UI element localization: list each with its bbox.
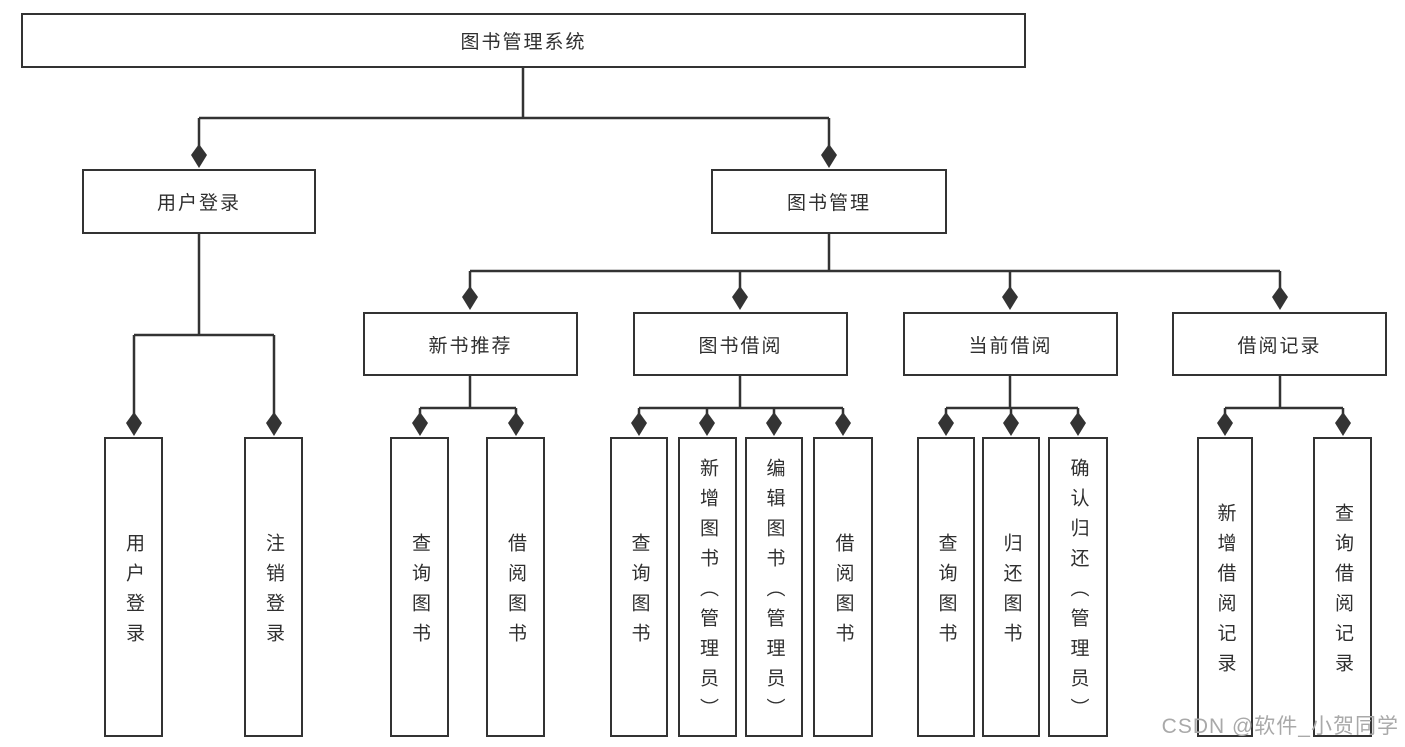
node-user-login-action: 用户登录 xyxy=(104,437,163,737)
node-borrowing-borrow-books: 借阅图书 xyxy=(813,437,873,737)
node-label: 借阅图书 xyxy=(505,532,526,653)
node-label: 新增图书（管理员） xyxy=(697,457,718,728)
node-label: 图书管理 xyxy=(786,193,871,214)
node-label: 图书管理系统 xyxy=(460,32,587,53)
node-borrowing-records: 借阅记录 xyxy=(1172,312,1387,376)
node-label: 归还图书 xyxy=(1000,532,1022,653)
node-label: 借阅记录 xyxy=(1237,335,1322,357)
node-logout-action: 注销登录 xyxy=(244,437,303,737)
node-current-borrowing: 当前借阅 xyxy=(903,312,1118,376)
node-borrowing-add-books-admin: 新增图书（管理员） xyxy=(678,437,737,737)
node-current-query-books: 查询图书 xyxy=(917,437,975,737)
node-label: 新书推荐 xyxy=(428,335,513,357)
node-label: 注销登录 xyxy=(263,532,284,653)
node-label: 查询图书 xyxy=(628,532,650,653)
node-user-login: 用户登录 xyxy=(82,169,316,234)
node-label: 新增借阅记录 xyxy=(1214,502,1236,683)
csdn-watermark: CSDN @软件_小贺同学 xyxy=(1161,715,1399,738)
node-records-new-record: 新增借阅记录 xyxy=(1197,437,1253,737)
node-book-borrowing: 图书借阅 xyxy=(633,312,848,376)
node-root-system: 图书管理系统 xyxy=(21,13,1026,68)
node-label: 图书借阅 xyxy=(698,335,783,357)
node-current-confirm-return-admin: 确认归还（管理员） xyxy=(1048,437,1108,737)
node-label: 确认归还（管理员） xyxy=(1067,457,1089,728)
node-label: 当前借阅 xyxy=(968,335,1053,357)
node-new-book-recommendation: 新书推荐 xyxy=(363,312,578,376)
node-borrowing-query-books: 查询图书 xyxy=(610,437,668,737)
node-records-query-record: 查询借阅记录 xyxy=(1313,437,1372,737)
node-label: 查询图书 xyxy=(935,532,957,653)
node-recommend-borrow-books: 借阅图书 xyxy=(486,437,545,737)
node-label: 编辑图书（管理员） xyxy=(763,457,785,728)
node-label: 借阅图书 xyxy=(832,532,854,653)
node-current-return-books: 归还图书 xyxy=(982,437,1040,737)
node-label: 用户登录 xyxy=(156,193,241,214)
node-label: 查询图书 xyxy=(409,532,430,653)
node-recommend-query-books: 查询图书 xyxy=(390,437,449,737)
node-borrowing-edit-books-admin: 编辑图书（管理员） xyxy=(745,437,803,737)
node-label: 查询借阅记录 xyxy=(1332,502,1353,683)
node-book-management: 图书管理 xyxy=(711,169,947,234)
node-label: 用户登录 xyxy=(123,532,144,653)
